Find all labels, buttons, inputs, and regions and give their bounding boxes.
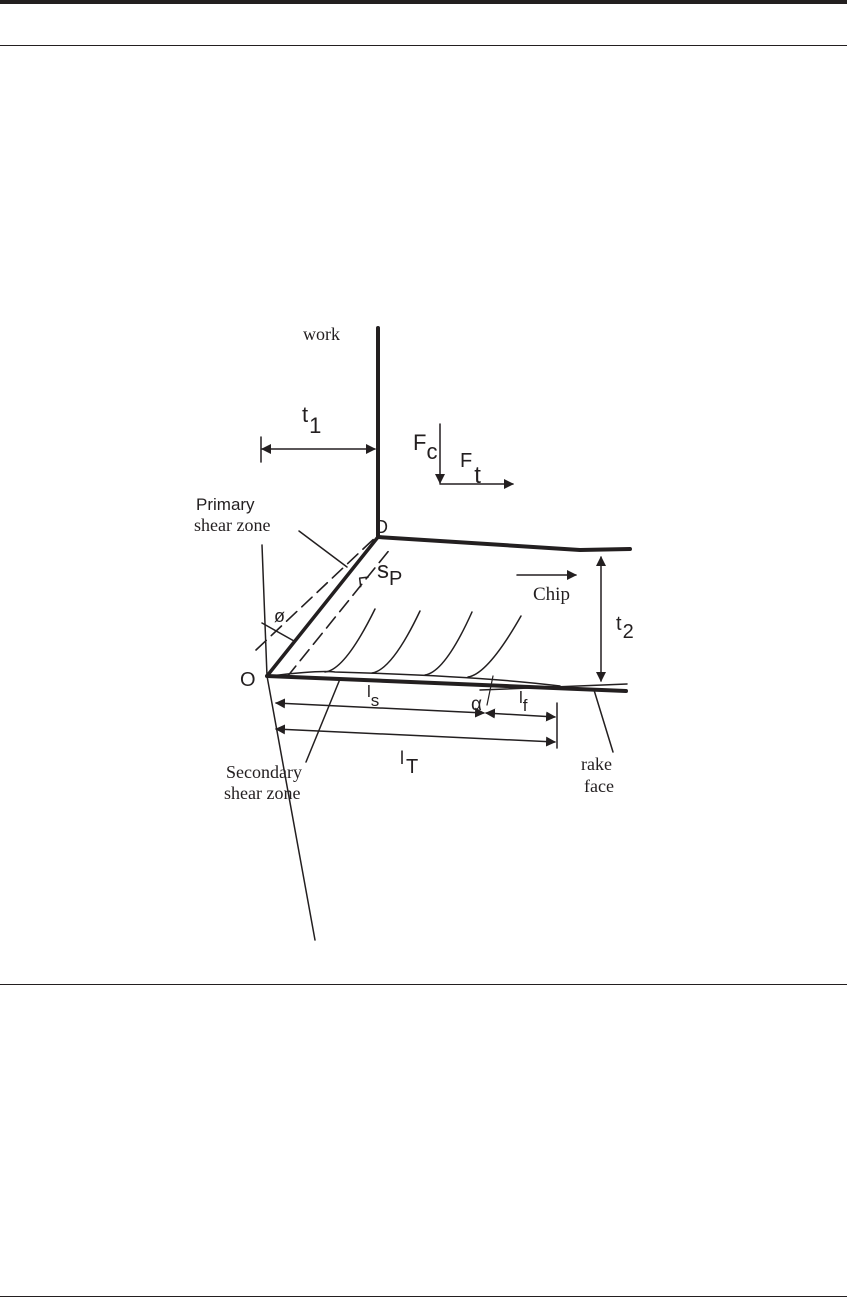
lf-label: lf xyxy=(519,688,528,715)
tool-rake-face-line xyxy=(267,676,626,691)
chip-flow-line-3 xyxy=(425,612,472,675)
tool-flank-line-lower xyxy=(267,676,315,940)
point-o-label: O xyxy=(240,669,256,691)
ls-label: ls xyxy=(367,682,379,710)
shear-zone-dash-upper xyxy=(256,534,379,650)
primary-shear-zone-label-line1: Primary xyxy=(196,495,255,514)
chip-label: Chip xyxy=(533,584,570,605)
secondary-zone-leader xyxy=(306,679,340,762)
sp-label: sP xyxy=(377,557,402,590)
lf-dimension-arrow xyxy=(486,713,555,717)
primary-zone-leader xyxy=(299,531,347,567)
secondary-shear-zone-label-line2: shear zone xyxy=(224,783,300,803)
chip-flow-line-4 xyxy=(468,616,521,677)
t2-label: t2 xyxy=(616,613,634,643)
ft-label: Ft xyxy=(460,450,481,489)
work-label: work xyxy=(303,324,340,344)
fc-label: Fc xyxy=(413,430,437,464)
tool-flank-line-upper xyxy=(262,545,267,676)
phi-label: ø xyxy=(274,606,285,626)
secondary-shear-zone-label-line1: Secondary xyxy=(226,762,302,782)
chip-flow-line-2 xyxy=(372,611,420,673)
chip-flow-line-1 xyxy=(325,609,375,672)
rake-face-label-line2: face xyxy=(584,776,614,796)
shear-zone-dash-lower xyxy=(287,548,391,677)
lt-dimension-arrow xyxy=(276,729,555,742)
rake-face-label-line1: rake xyxy=(581,754,612,774)
alpha-angle-tick xyxy=(487,676,493,705)
chip-top-surface xyxy=(378,537,630,550)
ls-dimension-arrow xyxy=(276,703,484,713)
t1-label: t1 xyxy=(302,402,321,438)
point-d-label: D xyxy=(375,517,388,537)
rake-face-leader xyxy=(594,690,613,752)
alpha-label: α xyxy=(471,694,482,715)
primary-shear-zone-label-line2: shear zone xyxy=(194,515,270,535)
